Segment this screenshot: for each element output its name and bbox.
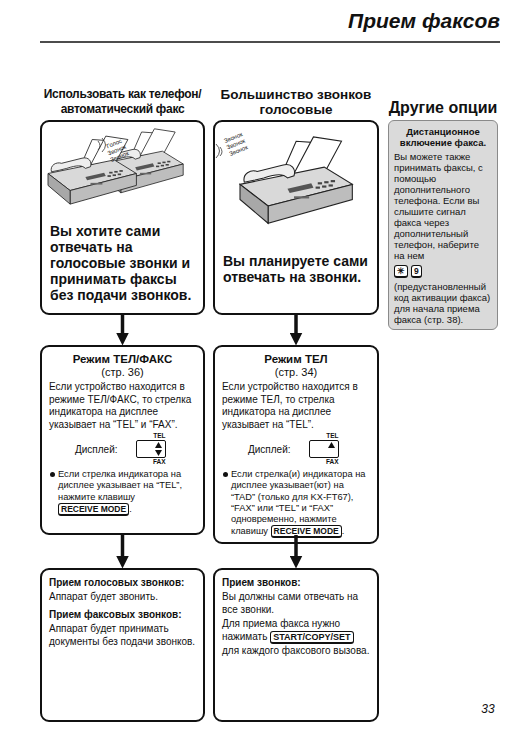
page-reference: (стр. 34) — [222, 366, 370, 379]
key-cap: RECEIVE MODE — [271, 525, 342, 538]
column-heading-area: Использовать как телефон/ автоматический… — [32, 82, 213, 120]
mode-frame: Режим ТЕЛ/ФАКС(стр. 36) Если устройство н… — [40, 345, 205, 535]
result-text: Аппарат будет принимать документы без по… — [49, 622, 196, 648]
flow-arrow — [294, 315, 298, 339]
mode-text: Если устройство находится в режиме ТЕЛ, … — [222, 381, 370, 431]
page-title: Прием факсов — [348, 9, 500, 33]
mode-box: Режим ТЕЛ/ФАКС(стр. 36) Если устройство н… — [40, 345, 205, 535]
column-heading-area: Большинство звонков голосовые — [213, 82, 379, 120]
flow-arrow — [294, 535, 298, 562]
result-heading: Прием голосовых звонков: — [49, 576, 196, 589]
indicator-label: TEL — [153, 432, 165, 440]
scenario-text: Вы хотите сами отвечать на голосовые зво… — [42, 223, 203, 313]
page-reference: (стр. 36) — [49, 366, 196, 379]
bullet-dot — [50, 472, 55, 477]
mode-title: Режим ТЕЛ/ФАКС — [49, 352, 196, 366]
flow-arrow — [121, 315, 125, 339]
display-screen — [309, 440, 339, 458]
column-heading: Использовать как телефон/ автоматический… — [32, 87, 213, 117]
punctuation: . — [129, 504, 132, 514]
mode-text: Если устройство находится в режиме ТЕЛ/Ф… — [49, 381, 196, 431]
punctuation: . — [342, 526, 345, 536]
key-cap: RECEIVE MODE — [58, 503, 129, 516]
indicator-label: FAX — [153, 458, 166, 466]
key-row: ✳9 — [394, 265, 492, 278]
result-text: Аппарат будет звонить. — [49, 590, 196, 603]
option-frame: Дистанционное включение факса. Вы можете … — [388, 120, 498, 330]
option-box: Другие опцииДистанционное включение факс… — [388, 82, 498, 330]
result-frame: Прием звонков:Вы должны сами отвечать на… — [213, 568, 379, 722]
result-text: Вы должны сами отвечать на все звонки. — [222, 590, 370, 616]
indicator-label: TEL — [326, 432, 338, 440]
display-indicator: TEL FAX — [132, 432, 166, 466]
result-paragraph: Для приема факса нужно нажимать START/CO… — [222, 617, 370, 657]
display-label: Дисплей: — [75, 444, 118, 455]
scenario-box: Большинство звонков голосовые Вы планируе… — [213, 82, 379, 315]
result-box: Прием звонков:Вы должны сами отвечать на… — [213, 568, 379, 722]
indicator-label: FAX — [326, 458, 339, 466]
display-screen — [136, 440, 166, 458]
result-text: для каждого факсового вызова. — [222, 645, 369, 656]
column-heading: Другие опции — [389, 99, 498, 117]
option-text: (предустановленный код активации факса) … — [394, 281, 492, 325]
bullet-text: Если стрелка индикатора на дисплее указы… — [58, 469, 182, 502]
column-heading-area: Другие опции — [388, 82, 498, 120]
scenario-box: Использовать как телефон/ автоматический… — [40, 82, 205, 315]
scenario-text: Вы планируете сами отвечать на звонки. — [215, 253, 377, 313]
indicator-arrow — [137, 441, 165, 457]
key-cap: START/COPY/SET — [270, 631, 353, 644]
result-heading: Прием звонков: — [222, 576, 370, 589]
display-label: Дисплей: — [248, 444, 291, 455]
page-number: 33 — [474, 703, 502, 716]
bullet-dot — [223, 472, 228, 477]
option-text: Вы можете также принимать факсы, с помощ… — [394, 151, 492, 261]
bullet-item: Если стрелка индикатора на дисплее указы… — [49, 469, 196, 516]
key-cap: 9 — [411, 265, 422, 278]
result-heading: Прием факсовых звонков: — [49, 608, 196, 621]
display-row: Дисплей: TEL FAX — [49, 432, 196, 466]
key-cap: ✳ — [394, 265, 408, 278]
bullet-item: Если стрелка(и) индикатора на дисплее ук… — [222, 469, 370, 538]
display-indicator: TEL FAX — [305, 432, 339, 466]
flow-arrow — [121, 535, 125, 562]
indicator-arrow — [310, 441, 338, 457]
mode-box: Режим ТЕЛ(стр. 34) Если устройство находи… — [213, 345, 379, 535]
result-box: Прием голосовых звонков:Аппарат будет зв… — [40, 568, 205, 722]
mode-frame: Режим ТЕЛ(стр. 34) Если устройство находи… — [213, 345, 379, 544]
mode-title: Режим ТЕЛ — [222, 352, 370, 366]
display-row: Дисплей: TEL FAX — [222, 432, 370, 466]
result-frame: Прием голосовых звонков:Аппарат будет зв… — [40, 568, 205, 722]
option-title: Дистанционное включение факса. — [394, 126, 492, 148]
column-heading: Большинство звонков голосовые — [213, 87, 379, 117]
